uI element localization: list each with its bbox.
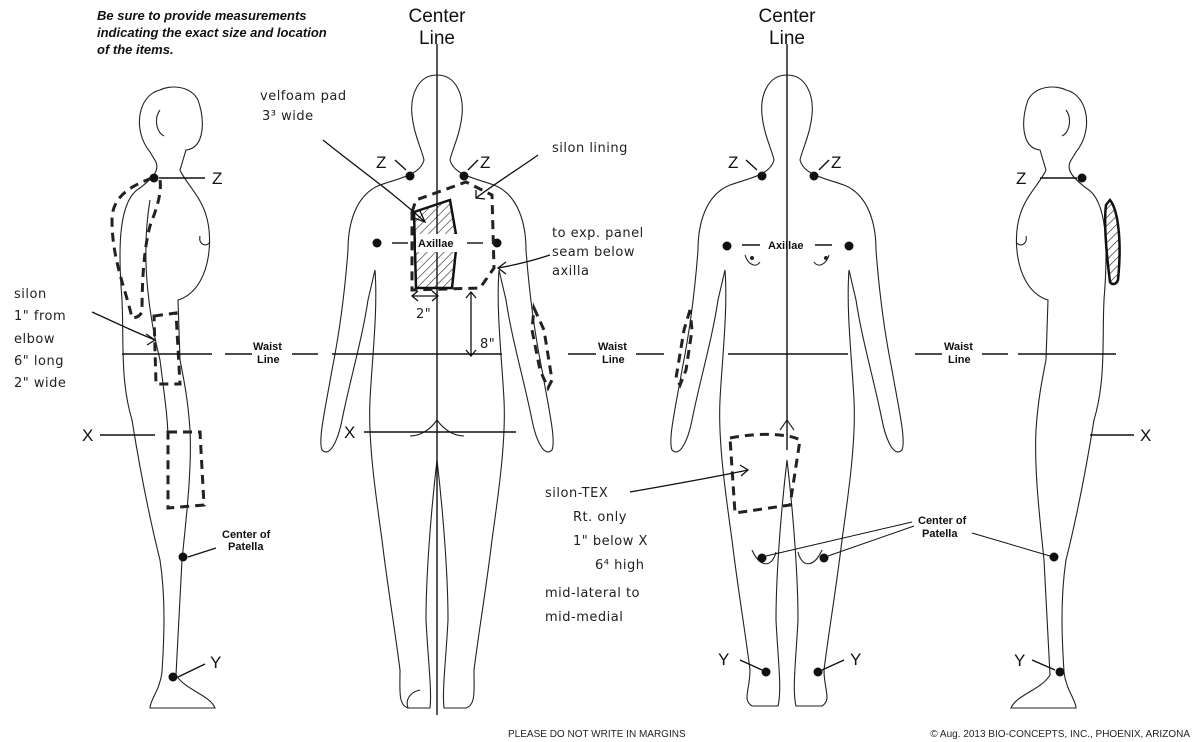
instructions: Be sure to provide measurements indicati… — [97, 8, 327, 57]
landmark-z-dot — [150, 174, 159, 183]
waist-label-2-line1: Waist — [598, 341, 627, 353]
waist-label-2-line2: Line — [602, 354, 625, 366]
note-silon-arm-2: 1" from — [14, 309, 66, 324]
waist-label-1: Waist Line — [225, 341, 318, 366]
handwritten-notes-back: velfoam pad 3³ wide silon lining to exp.… — [14, 89, 644, 391]
dashed-region-silon-elbow — [154, 313, 180, 384]
note-silon-tex-3: 1" below X — [573, 534, 648, 549]
center-line-label-front-1: Center — [758, 6, 816, 27]
note-exp-panel-1: to exp. panel — [552, 226, 644, 241]
note-silon-tex-1: silon-TEX — [545, 486, 608, 501]
landmark-patella-dot — [179, 553, 188, 562]
dashed-region-silon-tex — [730, 434, 800, 513]
note-silon-arm-5: 2" wide — [14, 376, 66, 391]
landmark-y-front-right: Y — [850, 650, 861, 669]
waist-label-line2: Line — [257, 354, 280, 366]
note-exp-panel-2: seam below — [552, 245, 635, 260]
footer-margin-notice: PLEASE DO NOT WRITE IN MARGINS — [508, 729, 686, 740]
note-silon-arm-4: 6" long — [14, 354, 64, 369]
dashed-region-arm-front — [676, 310, 692, 385]
landmark-y-front-left: Y — [718, 650, 729, 669]
measure-8in: 8" — [480, 337, 495, 352]
landmark-x-side-right: X — [1140, 426, 1151, 445]
note-silon-tex-5: mid-lateral to — [545, 586, 640, 601]
dashed-region-lower — [168, 432, 204, 508]
measure-2in: 2" — [416, 307, 431, 322]
instruction-line-3: of the items. — [97, 42, 174, 57]
waist-label-2: Waist Line — [568, 341, 664, 366]
footer-copyright: © Aug. 2013 BIO-CONCEPTS, INC., PHOENIX,… — [930, 729, 1190, 740]
note-silon-lining: silon lining — [552, 141, 628, 156]
landmark-y-dot — [169, 673, 178, 682]
note-silon-arm-3: elbow — [14, 332, 55, 347]
note-silon-tex-6: mid-medial — [545, 610, 623, 625]
landmark-y-label: Y — [210, 653, 221, 672]
figure-front: Z Z Axillae Y Y — [630, 44, 914, 706]
note-exp-panel-3: axilla — [552, 264, 589, 279]
dashed-region-arm-back — [532, 308, 552, 388]
landmark-x-label: X — [82, 426, 93, 445]
note-silon-arm-1: silon — [14, 287, 47, 302]
instruction-line-1: Be sure to provide measurements — [97, 8, 307, 23]
note-silon-tex-4: 6⁴ high — [595, 558, 644, 573]
landmark-z-front-right: Z — [831, 153, 841, 172]
patella-label-2: Patella — [228, 541, 264, 553]
landmark-z-front-left: Z — [728, 153, 738, 172]
waist-label-3: Waist Line — [915, 341, 1008, 366]
landmark-x-label-back: X — [344, 423, 355, 442]
center-line-label-back-2: Line — [419, 28, 455, 49]
waist-label-3-line1: Waist — [944, 341, 973, 353]
landmark-z-label: Z — [212, 169, 222, 188]
instruction-line-2: indicating the exact size and location — [97, 25, 327, 40]
landmark-z-back-left: Z — [376, 153, 386, 172]
landmark-y-side-right: Y — [1014, 651, 1025, 670]
handwritten-note-silon-tex: silon-TEX Rt. only 1" below X 6⁴ high mi… — [545, 486, 648, 625]
axillae-label-back: Axillae — [418, 238, 453, 250]
figure-side-right: Z X Y — [1011, 87, 1151, 708]
waist-label-3-line2: Line — [948, 354, 971, 366]
note-silon-tex-2: Rt. only — [573, 510, 627, 525]
figure-back: X Z Z Axillae 2" 8" — [321, 44, 553, 715]
note-velfoam-2: 3³ wide — [262, 109, 314, 124]
landmark-z-side-right: Z — [1016, 169, 1026, 188]
hatched-region-right-back — [1105, 200, 1119, 284]
axillae-label-front: Axillae — [768, 240, 803, 252]
waist-label-line1: Waist — [253, 341, 282, 353]
landmark-z-back-right: Z — [480, 153, 490, 172]
dashed-region-back — [112, 178, 160, 318]
note-velfoam-1: velfoam pad — [260, 89, 347, 104]
figure-side-left: Z X Center of Patella Y — [82, 87, 271, 708]
patella-front-label-2: Patella — [922, 528, 958, 540]
patella-front-label-1: Center of — [918, 515, 967, 527]
center-line-label-back-1: Center — [408, 6, 466, 27]
patella-label-1: Center of — [222, 529, 271, 541]
